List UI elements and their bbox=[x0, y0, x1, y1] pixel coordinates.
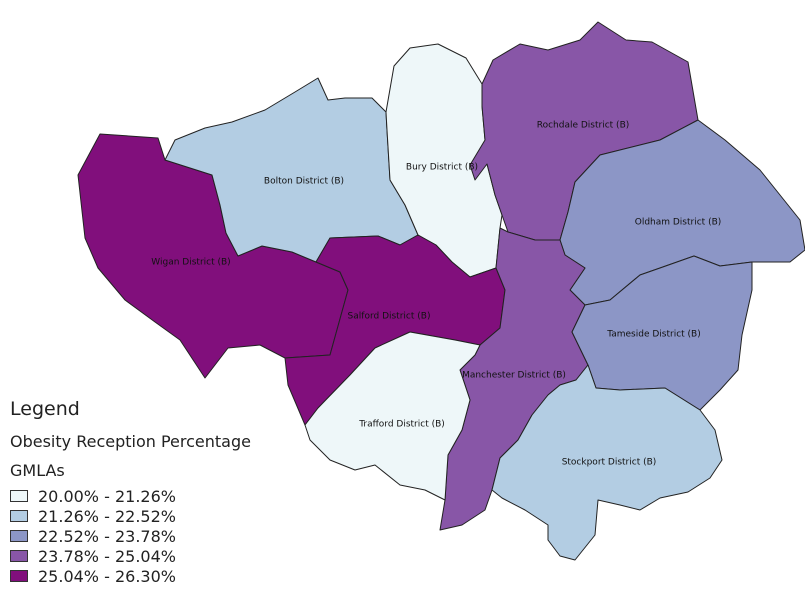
label-tameside: Tameside District (B) bbox=[606, 330, 701, 340]
map-legend: Legend Obesity Reception Percentage GMLA… bbox=[10, 398, 251, 586]
legend-group-label: GMLAs bbox=[10, 461, 65, 480]
legend-label: 21.26% - 22.52% bbox=[38, 506, 176, 526]
label-trafford: Trafford District (B) bbox=[358, 420, 445, 430]
legend-label: 23.78% - 25.04% bbox=[38, 546, 176, 566]
legend-item: 23.78% - 25.04% bbox=[10, 546, 251, 566]
legend-swatch-3 bbox=[10, 550, 28, 562]
legend-swatch-2 bbox=[10, 530, 28, 542]
legend-swatch-0 bbox=[10, 490, 28, 502]
label-bolton: Bolton District (B) bbox=[264, 177, 344, 187]
label-oldham: Oldham District (B) bbox=[635, 218, 722, 228]
legend-swatch-4 bbox=[10, 570, 28, 582]
legend-item: 22.52% - 23.78% bbox=[10, 526, 251, 546]
legend-title: Legend bbox=[10, 398, 80, 420]
legend-item: 25.04% - 26.30% bbox=[10, 566, 251, 586]
legend-item: 20.00% - 21.26% bbox=[10, 486, 251, 506]
label-salford: Salford District (B) bbox=[348, 312, 431, 322]
legend-swatch-1 bbox=[10, 510, 28, 522]
label-bury: Bury District (B) bbox=[406, 163, 478, 173]
district-trafford[interactable] bbox=[304, 331, 481, 501]
label-manchester: Manchester District (B) bbox=[462, 371, 566, 381]
legend-label: 20.00% - 21.26% bbox=[38, 486, 176, 506]
label-rochdale: Rochdale District (B) bbox=[537, 121, 630, 131]
legend-label: 22.52% - 23.78% bbox=[38, 526, 176, 546]
legend-item: 21.26% - 22.52% bbox=[10, 506, 251, 526]
legend-subtitle: Obesity Reception Percentage bbox=[10, 432, 251, 451]
legend-label: 25.04% - 26.30% bbox=[38, 566, 176, 586]
district-stockport[interactable] bbox=[491, 364, 723, 561]
label-wigan: Wigan District (B) bbox=[151, 258, 230, 268]
label-stockport: Stockport District (B) bbox=[562, 458, 657, 468]
